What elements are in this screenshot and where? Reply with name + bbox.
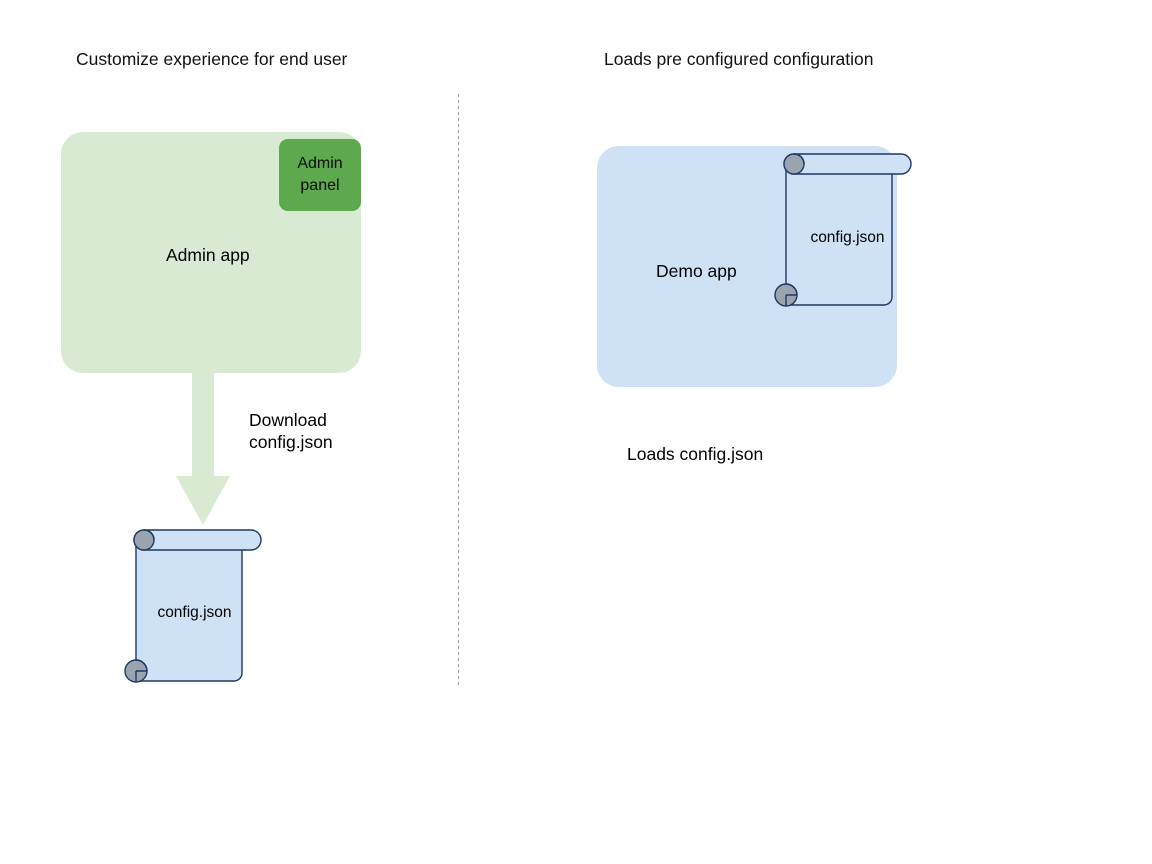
config-json-document-left[interactable]: config.json: [122, 528, 267, 693]
left-section-title: Customize experience for end user: [76, 49, 348, 69]
loads-config-caption: Loads config.json: [627, 444, 764, 464]
admin-panel-label: Admin panel: [297, 153, 342, 196]
config-json-label-left: config.json: [157, 604, 232, 621]
section-divider: [458, 94, 459, 686]
admin-panel-chip[interactable]: Admin panel: [279, 139, 361, 211]
download-arrow-icon: [170, 370, 236, 530]
config-json-document-right[interactable]: config.json: [772, 152, 917, 317]
config-json-label-right: config.json: [810, 229, 885, 246]
right-section-title: Loads pre configured configuration: [604, 49, 874, 69]
admin-panel-label-line2: panel: [300, 177, 340, 194]
admin-panel-label-line1: Admin: [297, 155, 343, 173]
demo-app-container: [597, 146, 897, 387]
download-label-line2: config.json: [249, 432, 333, 452]
admin-app-label: Admin app: [166, 245, 250, 265]
download-label-line1: Download: [249, 410, 327, 430]
download-arrow-label: Download config.json: [249, 409, 333, 453]
demo-app-label: Demo app: [656, 261, 737, 281]
